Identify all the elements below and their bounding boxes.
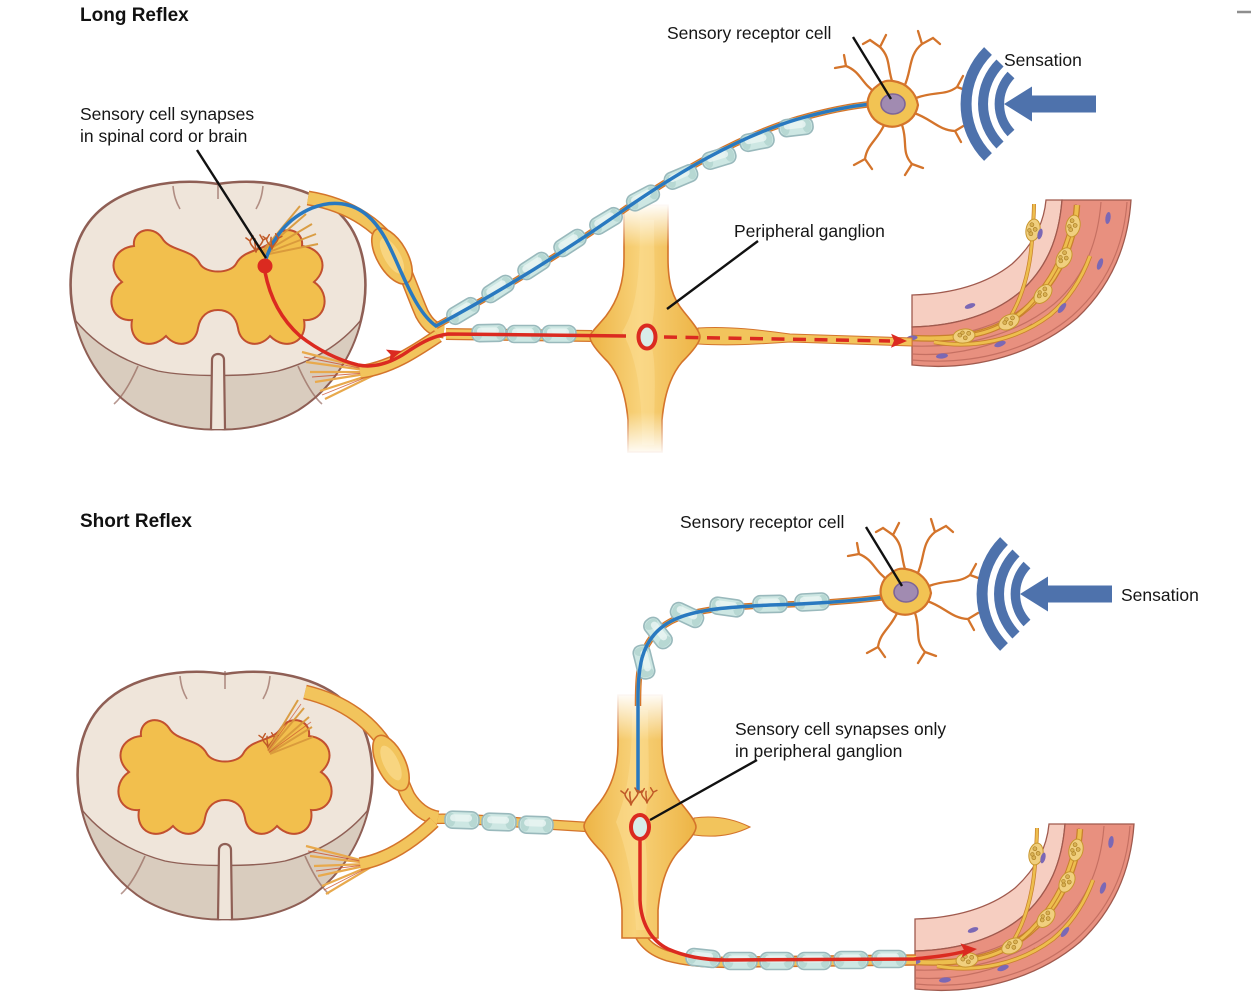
long-spinal-cord (69, 179, 367, 431)
short-dorsal-root-ganglion (371, 734, 411, 792)
short-muscle-wall (909, 824, 1134, 990)
long-ganglion-label: Peripheral ganglion (734, 221, 885, 241)
short-synapse-label-line1: Sensory cell synapses only (735, 719, 947, 739)
long-reflex-illustration (69, 29, 1131, 456)
short-receptor-label: Sensory receptor cell (680, 512, 845, 532)
short-sensory-pathway-line (636, 594, 895, 792)
long-synapse-label-line2: in spinal cord or brain (80, 126, 248, 146)
synapse-point (257, 258, 273, 274)
short-sensation-label: Sensation (1121, 585, 1199, 605)
long-reflex-title: Long Reflex (80, 5, 189, 26)
long-sensation-label: Sensation (1004, 50, 1082, 70)
long-muscle-wall (906, 200, 1131, 366)
short-spinal-cord (76, 669, 374, 921)
short-synapse-label-line2: in peripheral ganglion (735, 741, 903, 761)
ganglion-passthrough-oval (636, 323, 658, 351)
short-sensation-icon (982, 541, 1112, 647)
short-reflex-title: Short Reflex (80, 511, 192, 532)
leader-lines (195, 36, 893, 310)
short-peripheral-ganglion (583, 692, 752, 939)
long-synapse-label-line1: Sensory cell synapses (80, 104, 255, 124)
long-receptor-label: Sensory receptor cell (667, 23, 832, 43)
motor-pathway-dashed (663, 335, 891, 343)
sensory-pathway-line (263, 102, 873, 329)
short-ganglion-synapse-oval (629, 813, 651, 841)
motor-pathway-line (263, 271, 627, 368)
short-reflex-illustration (76, 517, 1134, 990)
short-leader-lines (649, 526, 904, 822)
short-motor-pathway-line (638, 840, 967, 962)
short-sensory-receptor-cell (846, 517, 983, 665)
